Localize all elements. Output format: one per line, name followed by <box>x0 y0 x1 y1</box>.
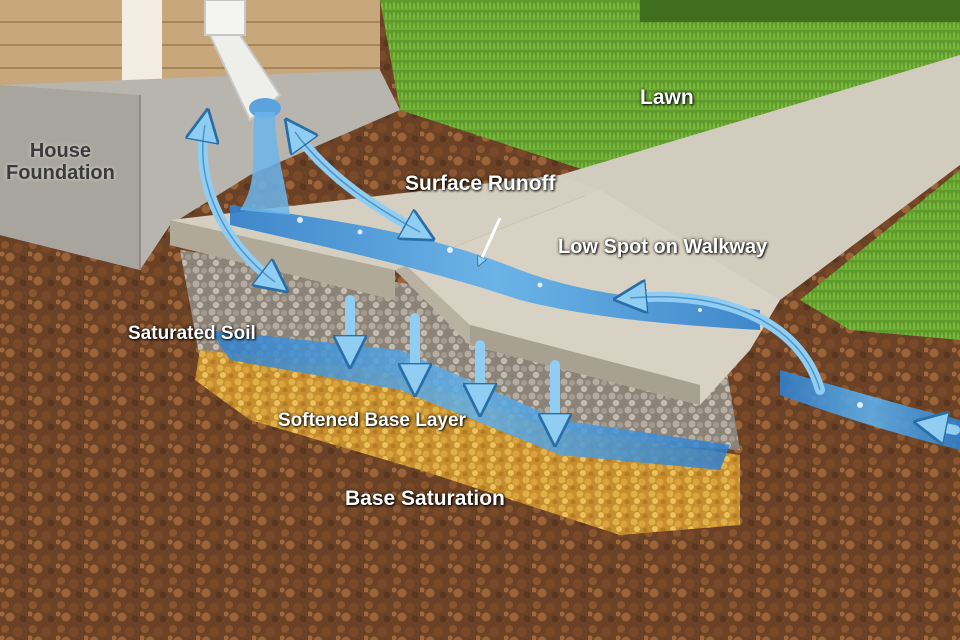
lawn-area <box>380 0 960 175</box>
shrubs <box>640 0 960 22</box>
house-foundation-label-line2: Foundation <box>6 162 115 184</box>
lawn-area-right <box>800 170 960 340</box>
low-spot-label: Low Spot on Walkway <box>558 236 768 258</box>
surface-runoff-pointer <box>480 217 502 262</box>
house-foundation-label-line1: House <box>29 140 91 162</box>
lawn-label: Lawn <box>640 86 694 109</box>
base-layer <box>195 350 740 535</box>
saturated-soil-label: Saturated Soil <box>128 323 256 344</box>
softened-base-label: Softened Base Layer <box>278 410 466 431</box>
gravel-sub-base <box>180 250 740 450</box>
house-foundation-label: House Foundation <box>6 140 115 184</box>
base-saturation-label: Base Saturation <box>345 487 505 510</box>
surface-runoff-label: Surface Runoff <box>405 172 556 195</box>
